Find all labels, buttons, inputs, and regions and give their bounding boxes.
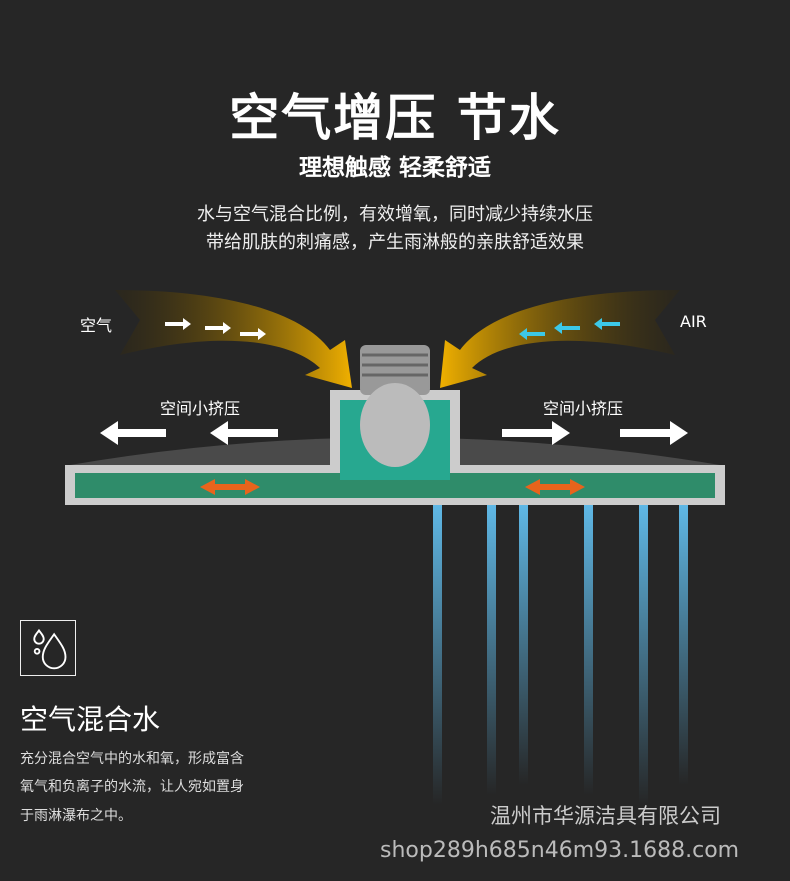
air-arrow-right	[440, 290, 680, 388]
feature-text: 于雨淋瀑布之中。	[20, 808, 132, 824]
watermark-company: 温州市华源洁具有限公司	[490, 804, 721, 828]
squeeze-label-left: 空间小挤压	[160, 399, 241, 418]
watermark-shop-url: shop289h685n46m93.1688.com	[380, 838, 740, 863]
squeeze-label-right: 空间小挤压	[543, 399, 624, 418]
feature-title: 空气混合水	[20, 703, 161, 736]
feature-text: 氧气和负离子的水流，让人宛如置身	[20, 779, 244, 795]
water-streams	[433, 505, 688, 805]
description-line: 带给肌肤的刺痛感，产生雨淋般的亲肤舒适效果	[206, 232, 584, 253]
description-line: 水与空气混合比例，有效增氧，同时减少持续水压	[197, 204, 593, 225]
subtitle: 理想触感 轻柔舒适	[298, 155, 491, 181]
feature-text: 充分混合空气中的水和氧，形成富含	[20, 751, 244, 767]
air-label-left: 空气	[80, 316, 113, 335]
page-title: 空气增压 节水	[229, 89, 561, 147]
air-label-right: AIR	[680, 312, 707, 331]
squeeze-arrows	[100, 421, 688, 445]
water-drops-icon	[20, 620, 76, 676]
air-arrow-left	[115, 290, 352, 388]
